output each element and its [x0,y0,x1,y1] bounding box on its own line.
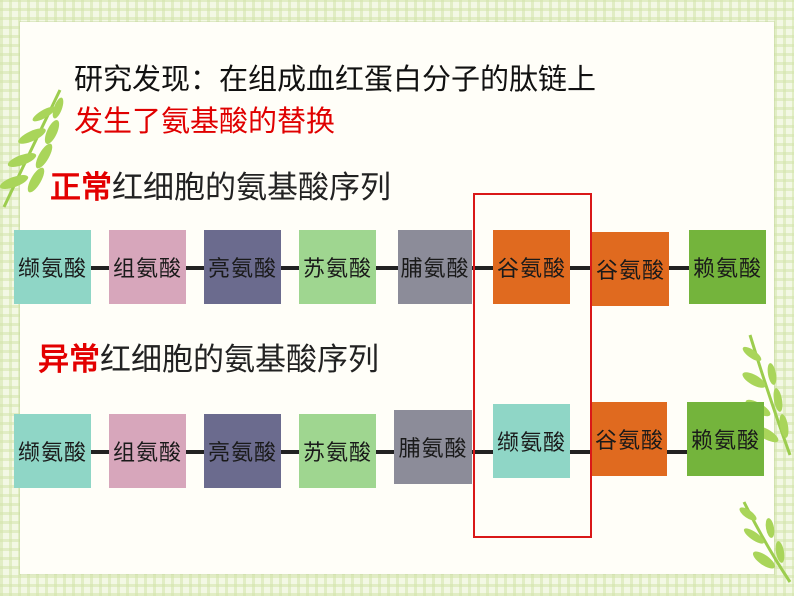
connector [472,450,493,454]
connector [91,450,109,454]
abnormal-title-highlight: 异常 [38,342,100,378]
abnormal-residue-7: 谷氨酸 [592,402,667,476]
intro-line-1: 研究发现：在组成血红蛋白分子的肽链上 [74,62,597,96]
normal-residue-6: 谷氨酸 [493,230,570,304]
connector [186,266,204,270]
connector [91,266,109,270]
abnormal-residue-5: 脯氨酸 [394,410,472,484]
connector [281,266,299,270]
normal-residue-3: 亮氨酸 [204,230,281,304]
connector [376,266,398,270]
normal-sequence-title: 正常红细胞的氨基酸序列 [50,162,391,207]
leaf-icon [0,89,64,208]
abnormal-residue-1: 缬氨酸 [14,414,91,488]
normal-residue-8: 赖氨酸 [689,230,766,304]
normal-residue-4: 苏氨酸 [299,230,376,304]
abnormal-residue-3: 亮氨酸 [204,414,281,488]
leaf-icon [739,501,792,583]
abnormal-residue-2: 组氨酸 [109,414,186,488]
normal-residue-7: 谷氨酸 [592,232,669,306]
connector [376,450,394,454]
connector [472,266,493,270]
connector [570,450,592,454]
abnormal-residue-6-substituted: 缬氨酸 [493,404,570,478]
normal-title-rest: 红细胞的氨基酸序列 [112,170,391,206]
connector [570,266,592,270]
connector [667,450,687,454]
abnormal-residue-4: 苏氨酸 [299,414,376,488]
connector [281,450,299,454]
connector [669,266,689,270]
connector [186,450,204,454]
normal-title-highlight: 正常 [50,170,112,206]
normal-residue-1: 缬氨酸 [14,230,91,304]
abnormal-sequence-title: 异常红细胞的氨基酸序列 [38,334,379,379]
abnormal-residue-8: 赖氨酸 [687,402,764,476]
normal-residue-5: 脯氨酸 [398,230,472,304]
abnormal-title-rest: 红细胞的氨基酸序列 [100,342,379,378]
substitution-highlight-frame [473,193,592,538]
normal-residue-2: 组氨酸 [109,230,186,304]
intro-line-2: 发生了氨基酸的替换 [74,104,336,138]
